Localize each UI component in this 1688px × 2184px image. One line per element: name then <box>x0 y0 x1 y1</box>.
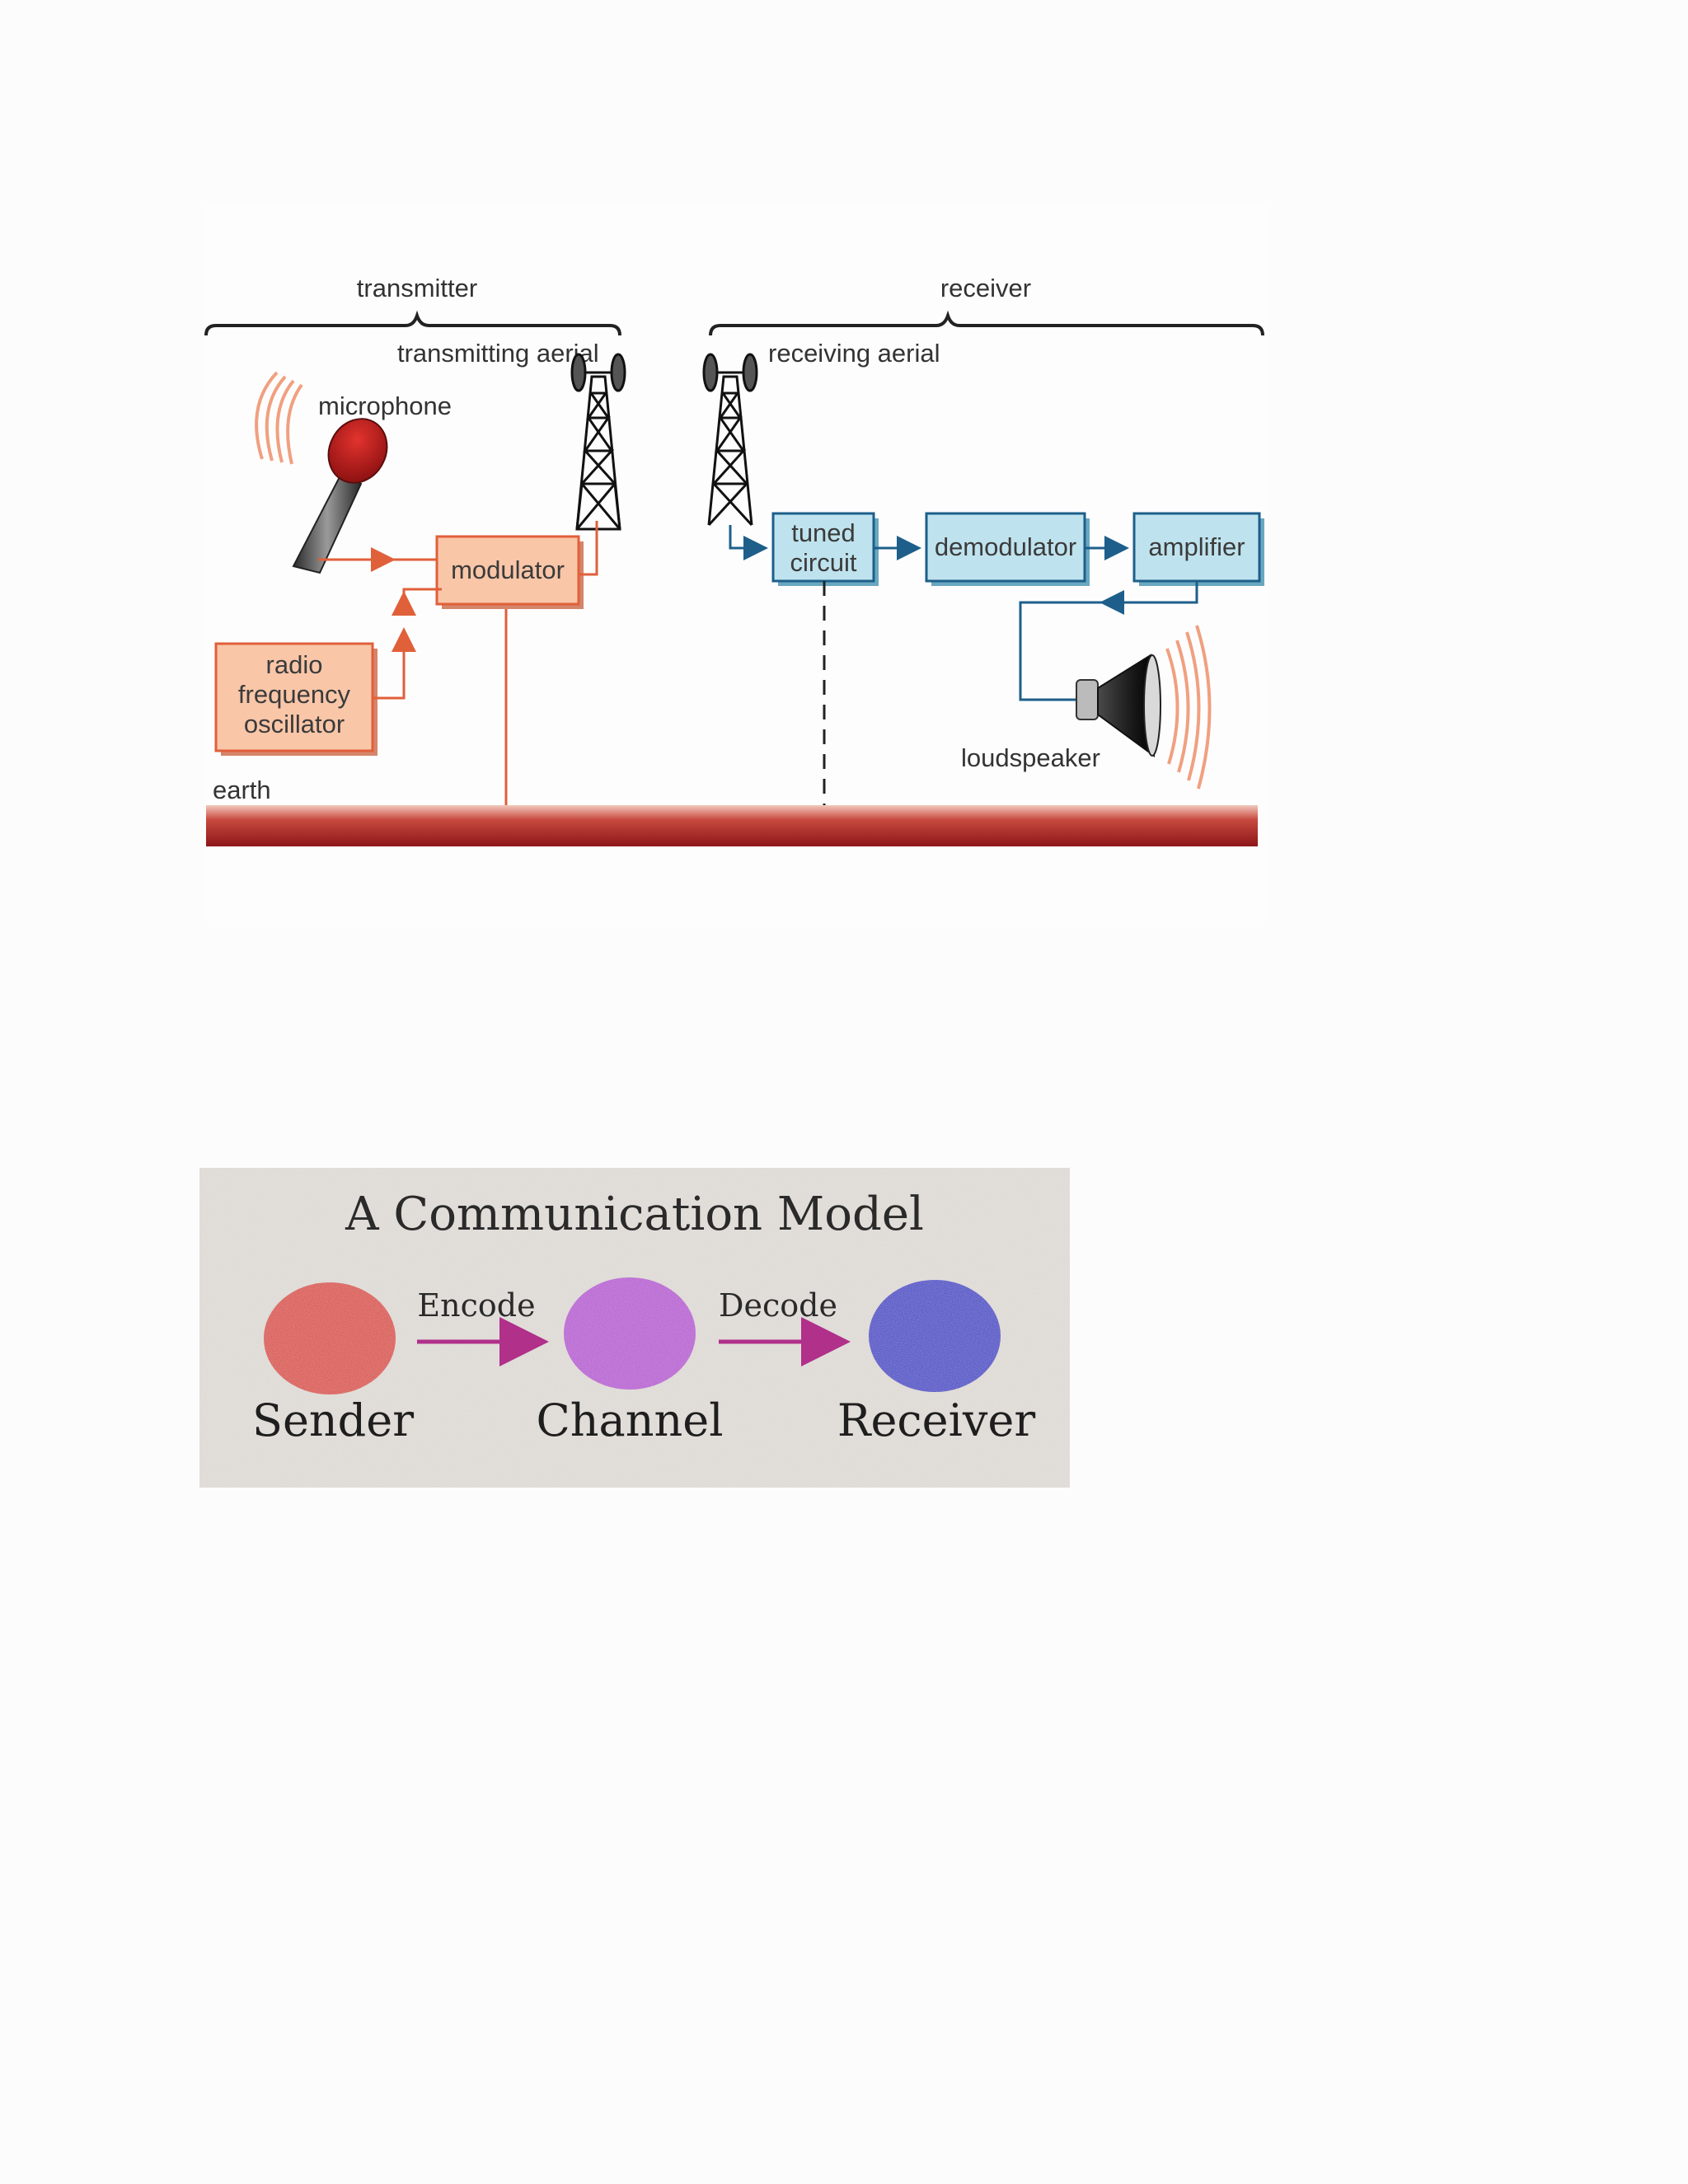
transmitting-aerial-icon <box>570 353 626 531</box>
speaker-sound-waves-icon <box>1165 625 1212 790</box>
loudspeaker-label: loudspeaker <box>961 743 1100 772</box>
tuned-circuit-label-line-1: tuned <box>791 518 856 547</box>
channel-node <box>564 1277 696 1390</box>
transmitting-aerial-label: transmitting aerial <box>397 339 599 368</box>
oscillator-label-line-2: frequency <box>238 680 351 709</box>
microphone-label: microphone <box>318 391 452 420</box>
receiver-wiring <box>729 525 1198 805</box>
tuned-circuit-box: tuned circuit <box>771 512 879 586</box>
oscillator-label-line-1: radio <box>266 650 323 679</box>
model-title: A Communication Model <box>345 1188 924 1241</box>
modulator-label: modulator <box>451 555 565 584</box>
sender-node <box>264 1282 396 1394</box>
transmitter-brace <box>204 310 621 336</box>
receiver-node <box>869 1280 1001 1392</box>
demodulator-label: demodulator <box>935 532 1076 561</box>
sound-waves-icon <box>255 371 303 465</box>
earth-ground-bar <box>206 805 1258 846</box>
channel-label: Channel <box>536 1394 723 1446</box>
transmitter-label: transmitter <box>357 274 477 302</box>
modulator-box: modulator <box>435 535 584 609</box>
receiver-brace <box>709 310 1264 336</box>
communication-model-figure: A Communication Model Sender Channel Rec… <box>199 1168 1070 1488</box>
amplifier-label: amplifier <box>1148 532 1245 561</box>
amplifier-box: amplifier <box>1132 512 1264 586</box>
microphone-icon <box>292 418 388 574</box>
oscillator-box: radio frequency oscillator <box>214 642 377 756</box>
receiving-aerial-icon <box>702 353 758 527</box>
receiver-label: receiver <box>940 274 1031 302</box>
transmitter-wiring <box>318 521 598 805</box>
tuned-circuit-label-line-2: circuit <box>790 548 857 577</box>
encode-label: Encode <box>417 1287 535 1324</box>
radio-communication-diagram: transmitter receiver transmitting aerial… <box>204 204 1268 921</box>
decode-label: Decode <box>719 1287 837 1324</box>
oscillator-label-line-3: oscillator <box>244 710 345 738</box>
receiver-label: Receiver <box>837 1394 1036 1446</box>
demodulator-box: demodulator <box>925 512 1090 586</box>
sender-label: Sender <box>252 1394 414 1446</box>
loudspeaker-icon <box>1076 654 1161 758</box>
earth-label: earth <box>213 776 271 804</box>
receiving-aerial-label: receiving aerial <box>768 339 940 368</box>
